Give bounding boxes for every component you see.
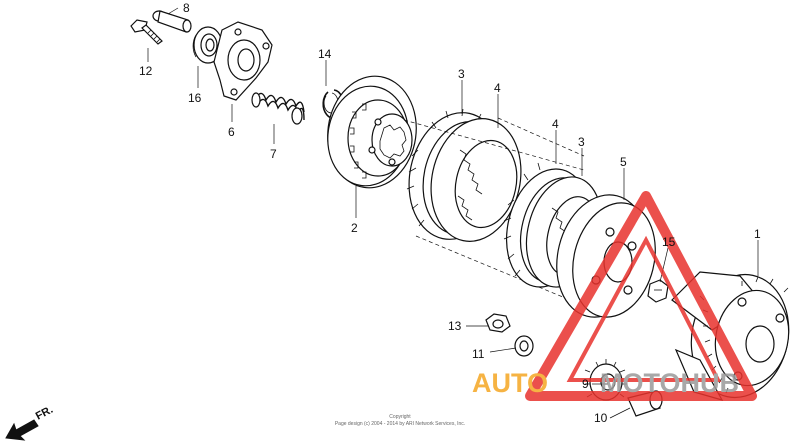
bolt-12[interactable] <box>130 19 163 45</box>
callout-3a[interactable]: 3 <box>458 67 465 81</box>
callout-9[interactable]: 9 <box>582 377 589 391</box>
callouts: 8 12 16 6 7 14 2 3 4 4 3 5 15 1 13 11 9 … <box>139 1 761 425</box>
clutch-center-2[interactable] <box>321 70 424 193</box>
front-direction-indicator: FR. <box>5 404 55 441</box>
copyright-title: Copyright <box>389 414 411 420</box>
callout-3b[interactable]: 3 <box>578 135 585 149</box>
spacer-14[interactable] <box>647 279 669 303</box>
front-arrow-icon <box>5 419 39 441</box>
callout-10[interactable]: 10 <box>594 411 608 425</box>
front-direction-label: FR. <box>34 404 55 423</box>
callout-2[interactable]: 2 <box>351 221 358 235</box>
lifter-plate-6[interactable] <box>213 21 273 101</box>
watermark-text-left: AUTO <box>472 368 548 398</box>
spring-8[interactable] <box>251 92 305 125</box>
washer-11[interactable] <box>514 335 534 357</box>
watermark: AUTO MOTOHUB <box>472 191 757 401</box>
callout-14[interactable]: 15 <box>662 235 676 249</box>
callout-11[interactable]: 11 <box>472 347 485 361</box>
watermark-triangle-inner <box>566 235 722 382</box>
callout-13[interactable]: 13 <box>448 319 462 333</box>
clutch-plate-4a[interactable] <box>420 110 532 250</box>
callout-15[interactable]: 14 <box>318 47 332 61</box>
callout-4b[interactable]: 4 <box>552 117 559 131</box>
copyright-block: Copyright Page design (c) 2004 - 2014 by… <box>335 414 465 427</box>
watermark-triangle-logo <box>525 191 757 401</box>
callout-5[interactable]: 5 <box>620 155 627 169</box>
callout-1[interactable]: 1 <box>754 227 761 241</box>
callout-6[interactable]: 6 <box>228 125 235 139</box>
pin-7[interactable] <box>152 10 192 33</box>
nut-13[interactable] <box>485 313 511 333</box>
callout-16[interactable]: 16 <box>188 91 202 105</box>
callout-8[interactable]: 7 <box>270 147 277 161</box>
copyright-notice: Page design (c) 2004 - 2014 by ARI Netwo… <box>335 421 465 427</box>
watermark-text-right: MOTOHUB <box>600 368 739 398</box>
leader-lines <box>147 7 759 419</box>
callout-4a[interactable]: 4 <box>494 81 501 95</box>
callout-12[interactable]: 12 <box>139 64 153 78</box>
callout-7[interactable]: 8 <box>183 1 190 15</box>
